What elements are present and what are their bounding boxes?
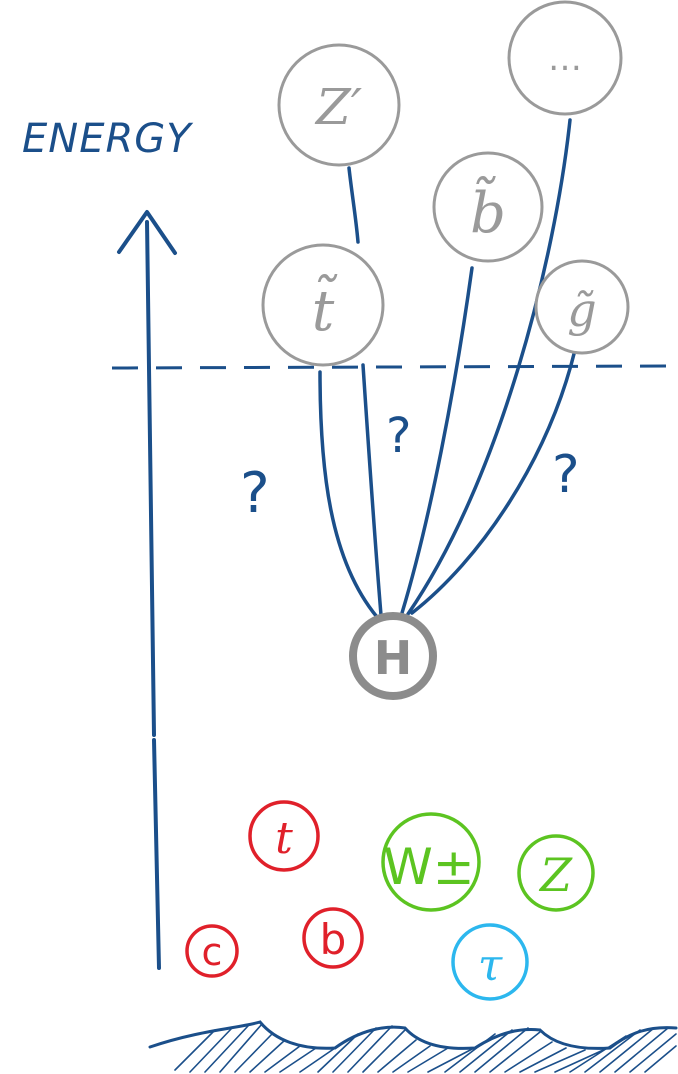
higgs-label: H <box>374 631 413 685</box>
wave-hatching <box>174 1023 677 1073</box>
question-mark-right: ? <box>552 445 580 505</box>
light-particle-zboson: Z <box>517 834 595 912</box>
particle-label: b <box>320 915 347 964</box>
particle-label: t <box>275 813 293 864</box>
particle-label: Z′ <box>314 78 363 136</box>
wave-crest-line <box>148 1020 678 1050</box>
sbottom-higgs-line <box>400 266 474 615</box>
particle-label: g̃ <box>567 283 596 337</box>
particle-circle <box>277 43 401 167</box>
light-particle-wboson: W± <box>381 812 481 912</box>
higgs-particle: H <box>349 612 437 700</box>
heavy-particle-zprime: Z′ <box>277 43 401 167</box>
higgs-circle <box>349 612 437 700</box>
axis-line <box>145 220 161 970</box>
particle-label: W± <box>383 838 474 896</box>
particle-circle <box>248 800 320 872</box>
energy-axis <box>117 210 177 970</box>
light-particle-charm: c <box>185 924 239 978</box>
particle-label: t̃ <box>312 274 338 344</box>
gluino-higgs-line <box>410 348 577 615</box>
dots-higgs-line <box>406 118 572 616</box>
heavy-particle-gluino: g̃ <box>534 259 630 355</box>
light-particle-top: t <box>248 800 320 872</box>
particle-label: c <box>202 930 223 974</box>
question-mark-center: ? <box>386 408 411 464</box>
particle-circle <box>261 243 385 367</box>
particle-circle <box>517 834 595 912</box>
sea-waves <box>148 1020 678 1073</box>
light-particle-bottom: b <box>302 907 364 969</box>
particle-circle <box>302 907 364 969</box>
stop-higgs-line-right <box>361 363 383 617</box>
particle-label: … <box>548 39 582 79</box>
coupling-lines <box>318 118 577 619</box>
heavy-particle-sbottom: b̃ <box>432 151 544 263</box>
particle-circle <box>381 812 481 912</box>
heavy-particle-stop: t̃ <box>261 243 385 367</box>
particle-circle <box>432 151 544 263</box>
threshold-dashed-line <box>111 364 671 370</box>
question-mark-left: ? <box>240 461 270 526</box>
particle-circle <box>507 0 623 116</box>
particle-label: τ <box>478 940 503 991</box>
stop-higgs-line-left <box>318 370 379 619</box>
energy-axis-label: ENERGY <box>22 116 194 162</box>
particle-circle <box>534 259 630 355</box>
zprime-stop-line <box>347 166 360 244</box>
particle-circle <box>185 924 239 978</box>
particle-label: Z <box>538 848 573 902</box>
light-particle-tau: τ <box>451 923 529 1001</box>
heavy-particle-dots: … <box>507 0 623 116</box>
particle-circle <box>451 923 529 1001</box>
axis-arrowhead-icon <box>117 210 177 255</box>
particle-label: b̃ <box>470 176 506 246</box>
